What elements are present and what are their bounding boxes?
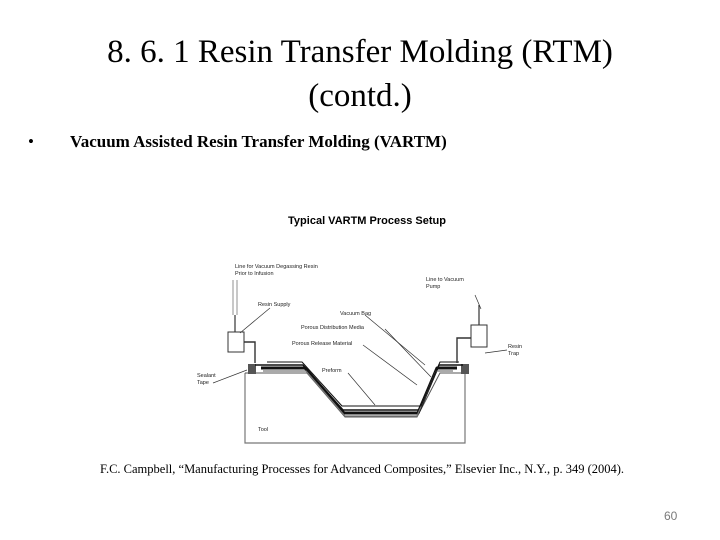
label-resin-supply: Resin Supply [258, 302, 291, 308]
page-number: 60 [664, 509, 678, 523]
laminate-layers [255, 361, 463, 417]
label-porous-distribution: Porous Distribution Media [301, 325, 365, 331]
label-porous-release: Porous Release Material [292, 341, 352, 347]
tool [244, 372, 466, 444]
label-resin-trap: Resin [508, 344, 522, 350]
title-line-1: 8. 6. 1 Resin Transfer Molding (RTM) [107, 34, 613, 70]
label-sealant: Sealant [197, 373, 216, 379]
title-line-2: (contd.) [308, 78, 412, 114]
label-line-pump: Line to Vacuum [426, 277, 464, 283]
sealant-tape-left [248, 364, 256, 374]
bullet-text: Vacuum Assisted Resin Transfer Molding (… [70, 132, 447, 151]
resin-trap-container [456, 305, 488, 363]
label-sealant-2: Tape [197, 380, 209, 386]
label-resin-trap-2: Trap [508, 351, 519, 357]
label-tool: Tool [258, 427, 268, 433]
label-line-degassing: Line for Vacuum Degassing Resin [235, 264, 318, 270]
figure-caption: F.C. Campbell, “Manufacturing Processes … [100, 462, 625, 476]
vartm-diagram: Typical VARTM Process Setup [197, 215, 522, 444]
label-preform: Preform [322, 368, 342, 374]
leader-lines [212, 294, 508, 406]
figure-title: Typical VARTM Process Setup [288, 215, 446, 227]
slide-title: 8. 6. 1 Resin Transfer Molding (RTM) (co… [40, 30, 680, 118]
bullet-symbol: • [28, 132, 34, 151]
resin-supply-container [227, 280, 256, 363]
label-line-pump-2: Pump [426, 284, 440, 290]
label-vacuum-bag: Vacuum Bag [340, 311, 371, 317]
label-line-degassing-2: Prior to Infusion [235, 271, 274, 277]
sealant-tape-right [461, 364, 469, 374]
